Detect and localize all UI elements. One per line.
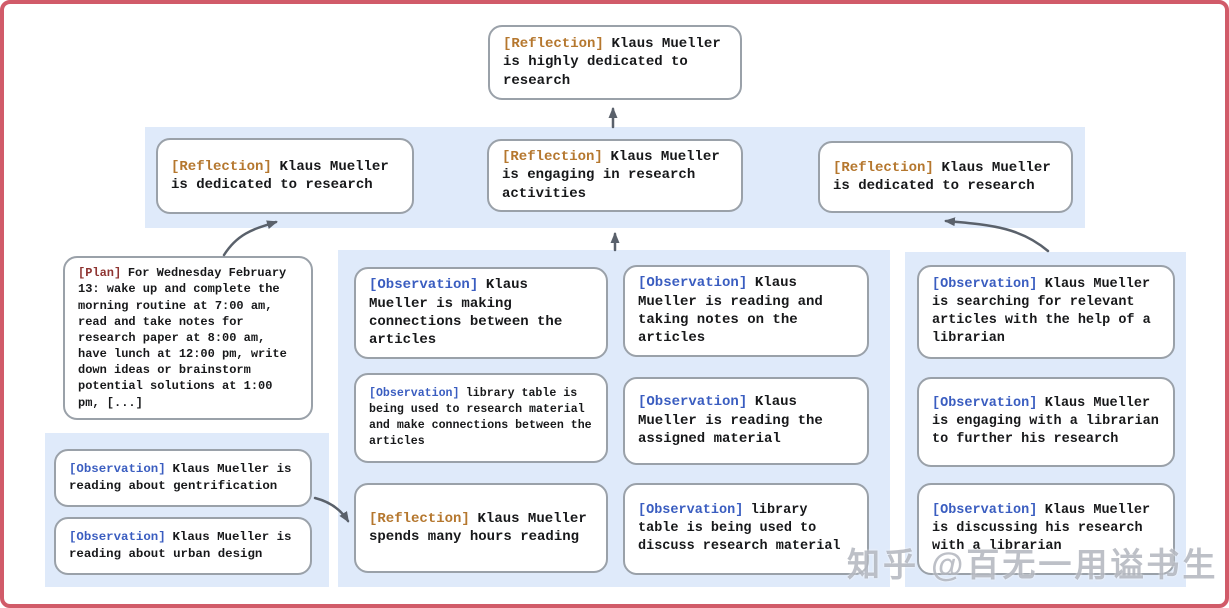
node-observation-urban-design: [Observation]Klaus Mueller is reading ab… <box>54 517 312 575</box>
reflection-tag: [Reflection] <box>503 35 604 52</box>
node-body-text: Klaus Mueller spends many hours reading <box>369 510 587 545</box>
reflection-tag: [Reflection] <box>502 148 603 165</box>
node-observation-gentrification: [Observation]Klaus Mueller is reading ab… <box>54 449 312 507</box>
node-plan: [Plan]For Wednesday February 13: wake up… <box>63 256 313 420</box>
observation-tag: [Observation] <box>369 277 479 294</box>
reflection-tag: [Reflection] <box>369 510 470 527</box>
node-observation-taking-notes: [Observation]Klaus Mueller is reading an… <box>623 265 869 357</box>
node-observation-library-table-research: [Observation]library table is being used… <box>354 373 608 463</box>
observation-tag: [Observation] <box>69 530 166 545</box>
node-body-text: Klaus Mueller is dedicated to research <box>833 159 1051 194</box>
node-reflection-middle: [Reflection]Klaus Mueller is engaging in… <box>487 139 743 212</box>
node-body-text: Klaus Mueller is reading the assigned ma… <box>638 394 823 448</box>
observation-tag: [Observation] <box>69 462 166 477</box>
node-body-text: Klaus Mueller is dedicated to research <box>171 158 389 193</box>
node-reflection-hours-reading: [Reflection]Klaus Mueller spends many ho… <box>354 483 608 573</box>
node-reflection-left: [Reflection]Klaus Mueller is dedicated t… <box>156 138 414 214</box>
reflection-tag: [Reflection] <box>171 158 272 175</box>
node-body-text: Klaus Mueller is discussing his research… <box>932 502 1151 555</box>
node-body-text: Klaus Mueller is engaging with a librari… <box>932 395 1159 448</box>
node-body-text: Klaus Mueller is making connections betw… <box>369 277 563 349</box>
node-observation-engaging-librarian: [Observation]Klaus Mueller is engaging w… <box>917 377 1175 467</box>
observation-tag: [Observation] <box>638 275 748 292</box>
node-body-text: library table is being used to discuss r… <box>638 502 841 555</box>
observation-tag: [Observation] <box>932 395 1038 411</box>
node-observation-discussing-research: [Observation]Klaus Mueller is discussing… <box>917 483 1175 575</box>
node-body-text: For Wednesday February 13: wake up and c… <box>78 266 287 410</box>
zhihu-watermark: 知乎 @百无一用谥书生 <box>847 546 1219 583</box>
reflection-tag: [Reflection] <box>833 159 934 176</box>
node-body-text: Klaus Mueller is reading about urban des… <box>69 530 292 561</box>
observation-tag: [Observation] <box>932 276 1038 292</box>
observation-tag: [Observation] <box>638 502 744 518</box>
node-observation-making-connections: [Observation]Klaus Mueller is making con… <box>354 267 608 359</box>
node-body-text: library table is being used to research … <box>369 387 592 448</box>
node-observation-assigned-material: [Observation]Klaus Mueller is reading th… <box>623 377 869 465</box>
observation-tag: [Observation] <box>369 387 460 401</box>
node-body-text: Klaus Mueller is engaging in research ac… <box>502 148 720 202</box>
node-body-text: Klaus Mueller is highly dedicated to res… <box>503 35 721 89</box>
observation-tag: [Observation] <box>638 394 748 411</box>
node-body-text: Klaus Mueller is reading about gentrific… <box>69 462 292 493</box>
node-body-text: Klaus Mueller is searching for relevant … <box>932 276 1151 347</box>
node-observation-searching-articles: [Observation]Klaus Mueller is searching … <box>917 265 1175 359</box>
node-body-text: Klaus Mueller is reading and taking note… <box>638 275 823 347</box>
plan-tag: [Plan] <box>78 266 122 281</box>
observation-tag: [Observation] <box>932 502 1038 518</box>
node-reflection-right: [Reflection]Klaus Mueller is dedicated t… <box>818 141 1073 213</box>
node-observation-library-table-discuss: [Observation]library table is being used… <box>623 483 869 575</box>
node-reflection-root: [Reflection]Klaus Mueller is highly dedi… <box>488 25 742 100</box>
